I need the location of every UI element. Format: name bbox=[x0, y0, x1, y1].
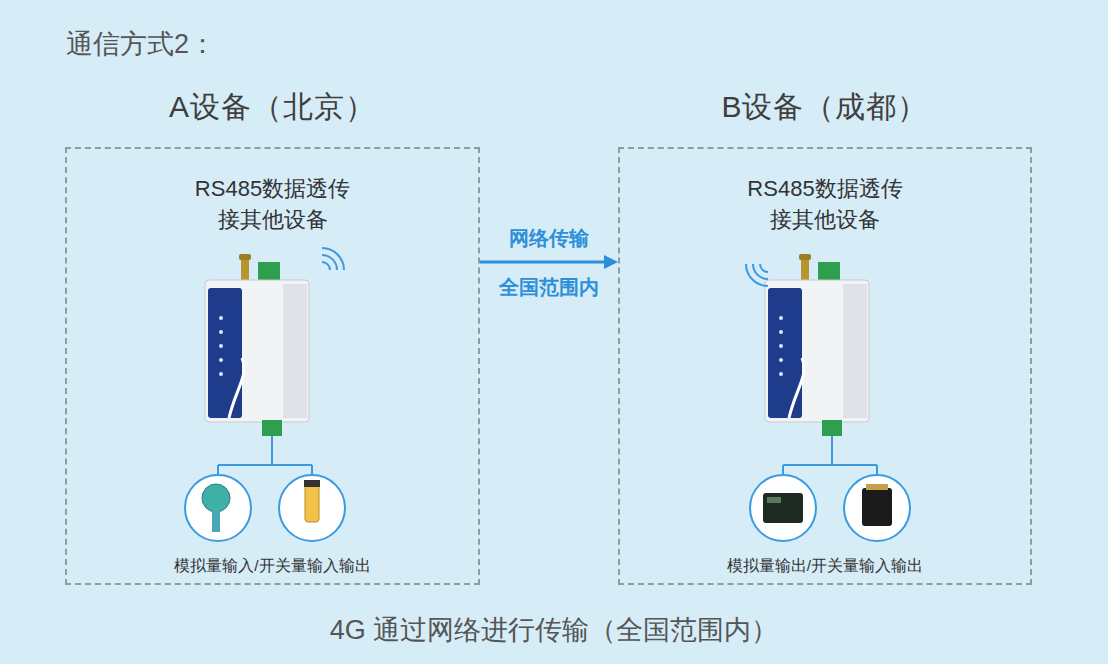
diagram-title: 通信方式2： bbox=[66, 26, 216, 62]
io-caption: 模拟量输入/开关量输入输出 bbox=[67, 556, 478, 577]
device-region: B设备（成都）RS485数据透传 接其他设备模拟量输出/开关量输入输出 bbox=[618, 147, 1032, 585]
device-note: RS485数据透传 接其他设备 bbox=[705, 173, 945, 235]
edge-note: 全国范围内 bbox=[496, 274, 602, 301]
device-region: A设备（北京）RS485数据透传 接其他设备模拟量输入/开关量输入输出 bbox=[65, 147, 480, 585]
device-heading: B设备（成都） bbox=[580, 87, 1070, 128]
edge-label: 网络传输 bbox=[506, 225, 592, 252]
device-note: RS485数据透传 接其他设备 bbox=[153, 173, 393, 235]
diagram-caption: 4G 通过网络进行传输（全国范围内） bbox=[0, 612, 1108, 648]
arrow-connector bbox=[480, 255, 618, 269]
io-caption: 模拟量输出/开关量输入输出 bbox=[620, 556, 1030, 577]
device-heading: A设备（北京） bbox=[27, 87, 518, 128]
